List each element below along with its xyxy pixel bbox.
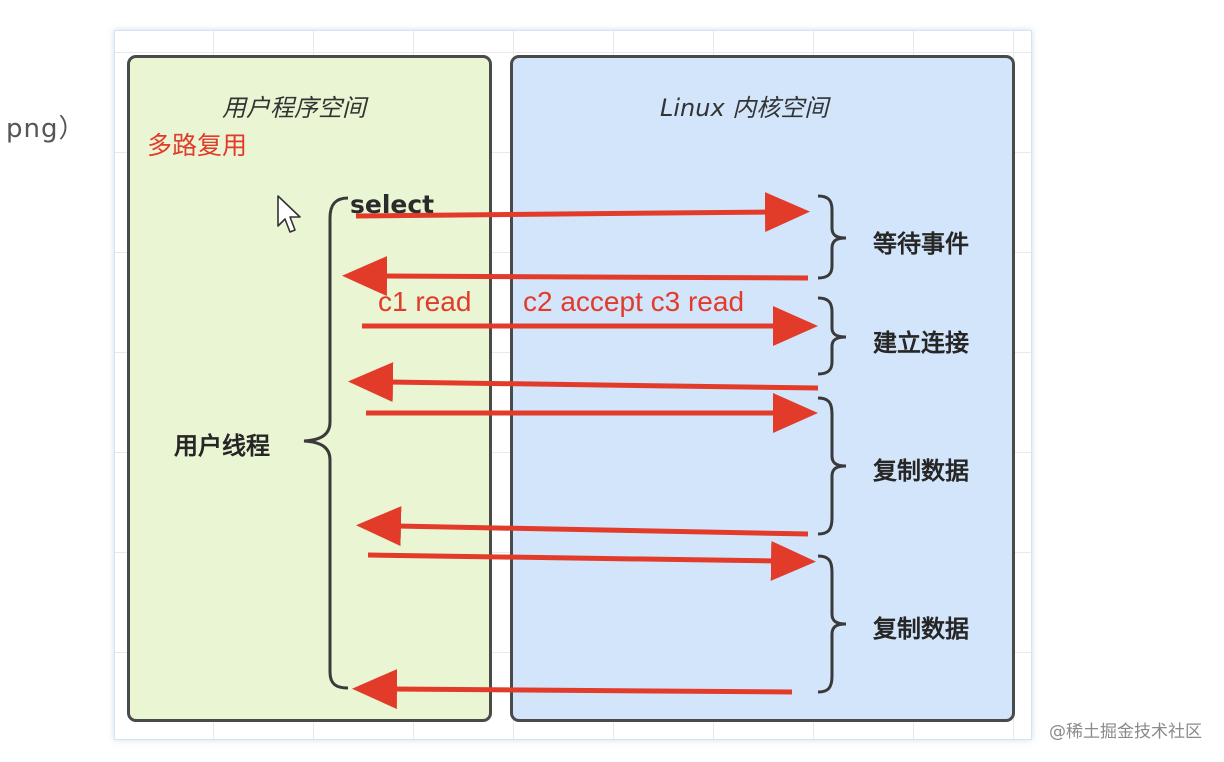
ready-label-c1: c1 read xyxy=(378,286,472,317)
arrow-connect-return xyxy=(348,362,819,403)
arrow-copy-return-1 xyxy=(356,506,809,547)
watermark: @稀土掘金技术社区 xyxy=(1049,722,1202,742)
user-space-panel xyxy=(127,55,492,722)
brace-connect xyxy=(817,296,847,376)
user-thread-label: 用户线程 xyxy=(174,432,270,460)
arrow-wait-return xyxy=(342,256,809,297)
brace-copy-data-2 xyxy=(817,554,847,694)
multiplex-label: 多路复用 xyxy=(147,132,248,160)
edge-text: png） xyxy=(6,114,86,144)
phase-connect: 建立连接 xyxy=(873,329,969,357)
phase-copy-data-1: 复制数据 xyxy=(873,457,969,485)
user-space-title: 用户程序空间 xyxy=(222,94,366,122)
brace-copy-data-1 xyxy=(817,396,847,536)
brace-wait-event xyxy=(817,194,847,280)
arrow-copy-return-2 xyxy=(352,669,793,710)
ready-label-c2-c3: c2 accept c3 read xyxy=(523,286,745,317)
phase-copy-data-2: 复制数据 xyxy=(873,615,969,643)
arrow-select-to-kernel xyxy=(355,192,810,233)
arrow-read-request-2 xyxy=(367,540,816,581)
phase-wait-event: 等待事件 xyxy=(873,230,969,258)
kernel-space-title: Linux 内核空间 xyxy=(660,94,829,122)
mouse-pointer-icon xyxy=(277,195,301,233)
user-thread-brace xyxy=(303,196,349,690)
